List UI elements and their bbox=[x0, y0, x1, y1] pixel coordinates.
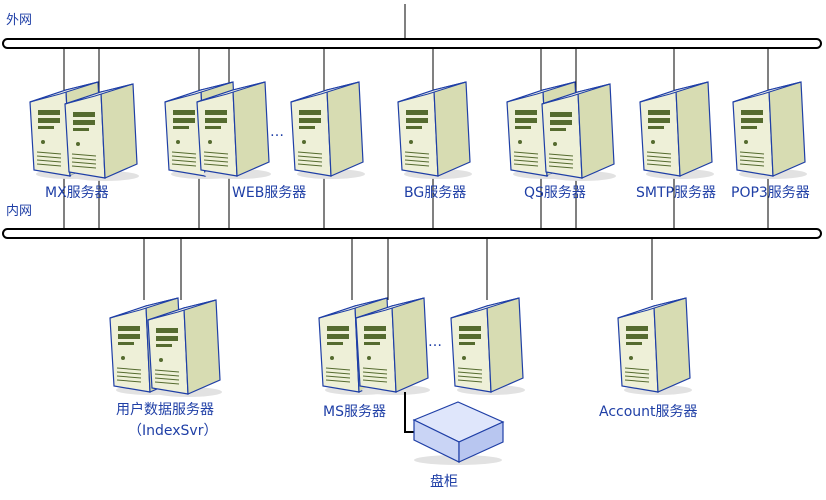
smtp-server bbox=[639, 81, 715, 180]
internal-network-label: 内网 bbox=[6, 203, 32, 219]
web-server-3 bbox=[290, 81, 366, 180]
disk-cabinet-icon bbox=[412, 401, 505, 465]
smtp-label: SMTP服务器 bbox=[636, 185, 716, 201]
pop3-server bbox=[732, 81, 808, 180]
bg-server bbox=[397, 81, 473, 180]
external-network-label: 外网 bbox=[6, 13, 32, 28]
userdata-sublabel: （IndexSvr） bbox=[128, 423, 217, 439]
ms-label: MS服务器 bbox=[323, 404, 386, 420]
web-label: WEB服务器 bbox=[232, 185, 306, 201]
ms-ellipsis: … bbox=[428, 334, 442, 350]
web-ellipsis: … bbox=[270, 124, 284, 140]
account-label: Account服务器 bbox=[599, 404, 698, 420]
ms-server-3 bbox=[450, 297, 526, 396]
external-bus bbox=[2, 38, 822, 49]
internal-bus bbox=[2, 228, 822, 239]
userdata-label: 用户数据服务器 bbox=[116, 401, 214, 418]
mx-label: MX服务器 bbox=[45, 185, 109, 201]
qs-label: QS服务器 bbox=[524, 185, 586, 201]
disk-link bbox=[404, 392, 416, 433]
pop3-label: POP3服务器 bbox=[731, 185, 810, 201]
bg-label: BG服务器 bbox=[404, 185, 466, 201]
disk-label: 盘柜 bbox=[430, 473, 458, 490]
account-server bbox=[617, 297, 693, 396]
